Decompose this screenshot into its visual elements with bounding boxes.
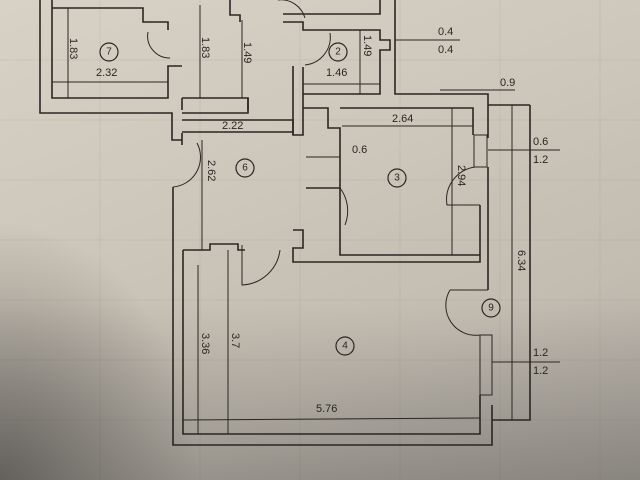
svg-text:3.7: 3.7 <box>229 333 241 348</box>
svg-text:6.34: 6.34 <box>515 250 527 271</box>
svg-text:7: 7 <box>106 47 112 58</box>
svg-text:1.49: 1.49 <box>361 35 373 56</box>
svg-text:9: 9 <box>488 303 494 314</box>
svg-text:1.83: 1.83 <box>199 37 211 58</box>
svg-text:3.36: 3.36 <box>199 333 211 354</box>
svg-text:2.32: 2.32 <box>96 67 117 79</box>
hall <box>181 0 306 110</box>
svg-text:2.22: 2.22 <box>222 120 243 132</box>
room-2 <box>283 0 391 136</box>
room-tag-7: 7 <box>99 42 119 62</box>
dimension-labels: 1.83 2.32 1.83 1.49 1.49 1.46 0.4 0.4 0.… <box>67 26 548 415</box>
svg-text:2.94: 2.94 <box>455 165 467 186</box>
room-4 <box>182 250 481 434</box>
svg-text:0.4: 0.4 <box>438 44 453 56</box>
svg-text:1.2: 1.2 <box>533 365 548 377</box>
svg-text:0.6: 0.6 <box>352 144 367 156</box>
room-7 <box>52 7 171 98</box>
svg-text:5.76: 5.76 <box>316 403 337 415</box>
room-tag-2: 2 <box>328 42 348 62</box>
room-3 <box>303 107 489 290</box>
svg-text:1.83: 1.83 <box>67 38 79 59</box>
svg-text:1.2: 1.2 <box>533 154 548 166</box>
svg-text:3: 3 <box>394 173 400 184</box>
room-tag-3: 3 <box>387 168 407 188</box>
svg-text:6: 6 <box>242 163 248 174</box>
outer-walls <box>39 0 531 446</box>
svg-text:4: 4 <box>342 341 348 352</box>
room-tag-6: 6 <box>235 158 255 178</box>
svg-text:1.46: 1.46 <box>326 67 347 79</box>
svg-text:1.49: 1.49 <box>241 42 253 63</box>
svg-text:1.2: 1.2 <box>533 347 548 359</box>
svg-text:2: 2 <box>335 47 341 58</box>
svg-text:2.64: 2.64 <box>392 113 413 125</box>
room-tag-9: 9 <box>481 298 501 318</box>
room-tag-4: 4 <box>335 336 355 356</box>
svg-text:0.9: 0.9 <box>500 77 515 89</box>
room-6 <box>172 119 481 286</box>
svg-text:0.6: 0.6 <box>533 136 548 148</box>
svg-text:2.62: 2.62 <box>205 160 217 181</box>
svg-text:0.4: 0.4 <box>438 26 453 38</box>
room-9-balcony <box>395 39 560 420</box>
